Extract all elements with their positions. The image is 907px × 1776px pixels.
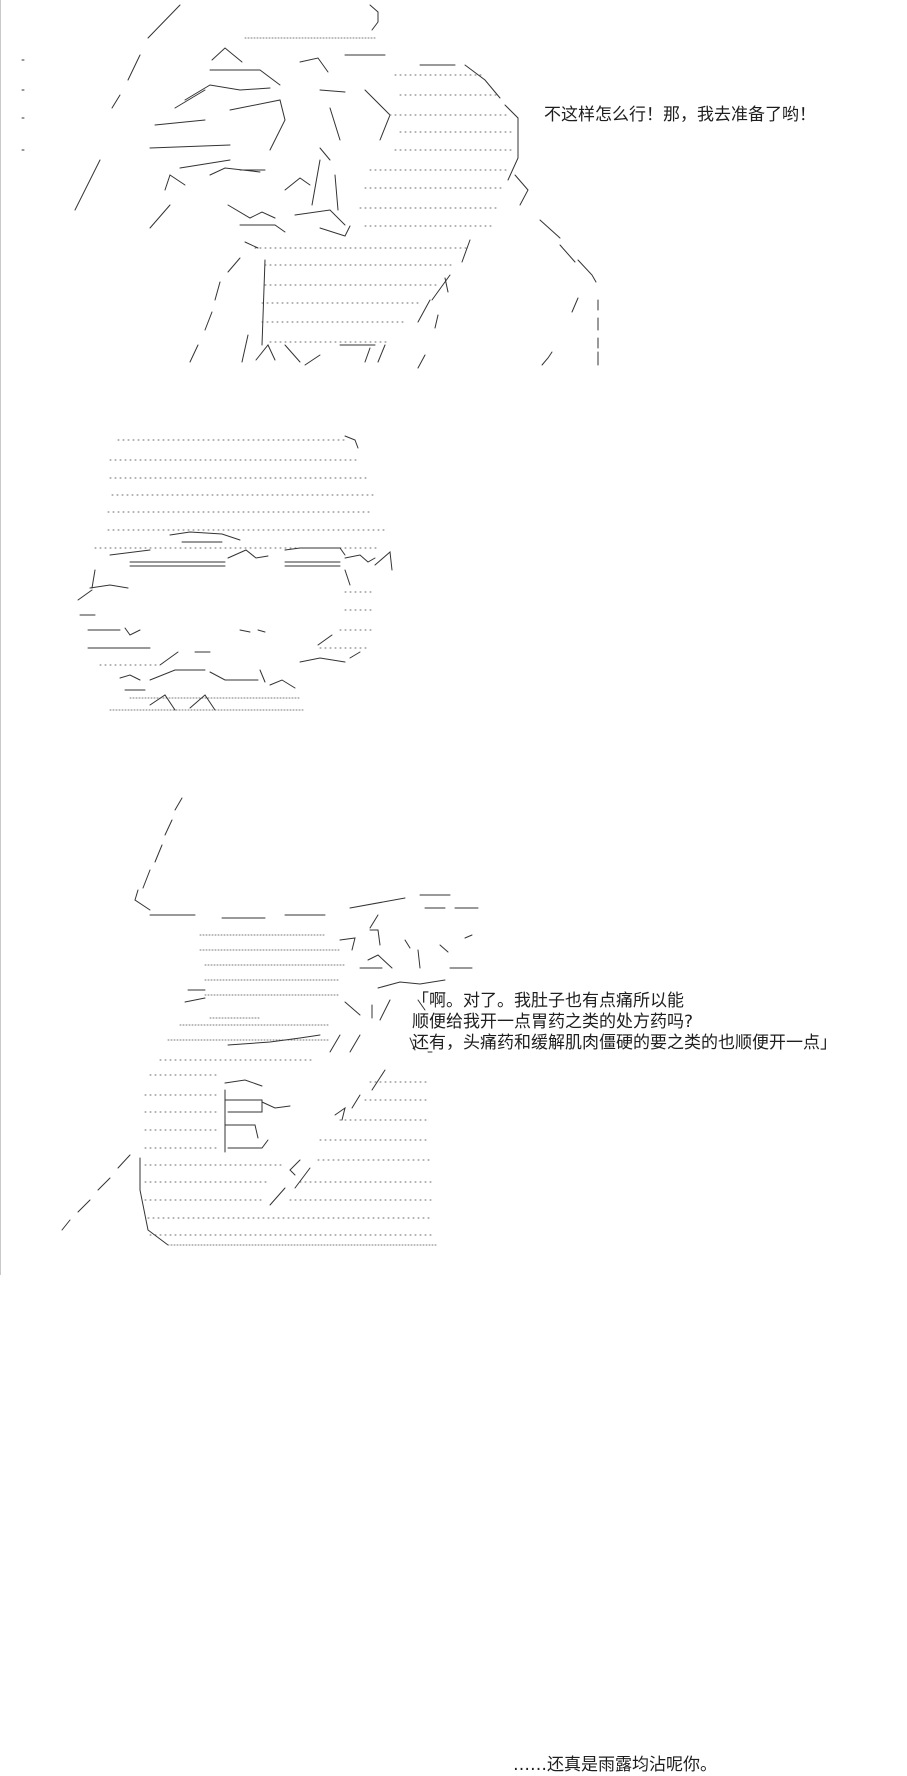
panel-1: 不这样怎么行！那，我去准备了哟！ — [0, 0, 907, 380]
dialogue-line: 不这样怎么行！那，我去准备了哟！ — [544, 105, 816, 125]
page-left-border — [0, 0, 1, 1275]
dialogue-line: 顺便给我开一点胃药之类的处方药吗? — [412, 1012, 694, 1032]
ascii-art-character-glasses — [77, 435, 393, 711]
ascii-art-character-sitting — [61, 797, 479, 1246]
panel-3: ……还真是雨露均沾呢你。 — [0, 790, 907, 1775]
dialogue-box-1: 不这样怎么行！那，我去准备了哟！ — [544, 105, 816, 126]
dialogue-box-3: ……还真是雨露均沾呢你。 — [513, 1755, 717, 1776]
dialogue-line: 还有，头痛药和缓解肌肉僵硬的要之类的也顺便开一点」 — [412, 1033, 837, 1053]
dialogue-box-2: 「啊。对了。我肚子也有点痛所以能 顺便给我开一点胃药之类的处方药吗? 还有，头痛… — [412, 991, 837, 1054]
dialogue-line: 「啊。对了。我肚子也有点痛所以能 — [412, 991, 684, 1011]
ascii-art-character-turning — [21, 4, 599, 369]
panel-2: 「啊。对了。我肚子也有点痛所以能 顺便给我开一点胃药之类的处方药吗? 还有，头痛… — [0, 430, 907, 1053]
dialogue-line: ……还真是雨露均沾呢你。 — [513, 1755, 717, 1775]
